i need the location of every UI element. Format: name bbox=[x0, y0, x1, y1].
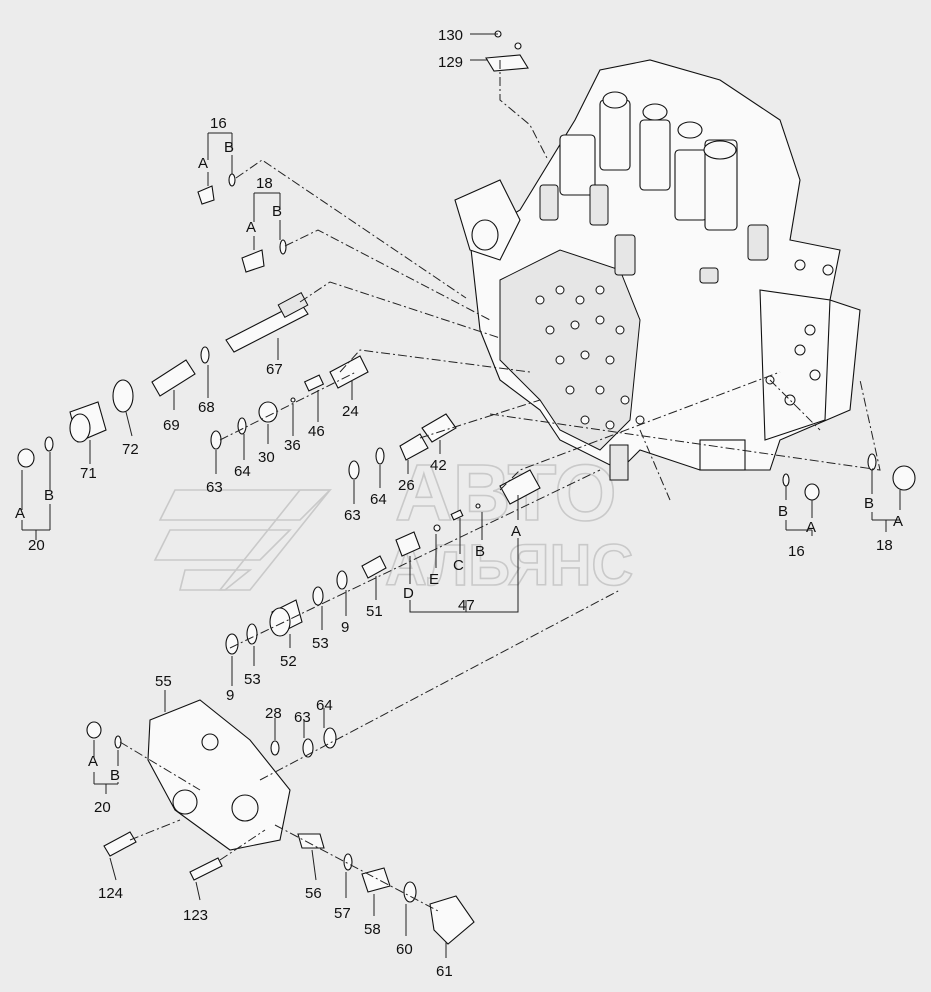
part-label-64b: 64 bbox=[370, 491, 387, 508]
leader-lines bbox=[21, 33, 901, 958]
part-label-16aA: A bbox=[198, 155, 208, 172]
part-label-51: 51 bbox=[366, 603, 383, 620]
part-label-53b: 53 bbox=[244, 671, 261, 688]
part-label-63c: 63 bbox=[294, 709, 311, 726]
part-label-55: 55 bbox=[155, 673, 172, 690]
parts bbox=[17, 30, 916, 945]
part-label-30: 30 bbox=[258, 449, 275, 466]
part-label-71: 71 bbox=[80, 465, 97, 482]
part-label-52: 52 bbox=[280, 653, 297, 670]
part-label-124: 124 bbox=[98, 885, 123, 902]
part-label-67: 67 bbox=[266, 361, 283, 378]
part-label-24: 24 bbox=[342, 403, 359, 420]
part-label-123: 123 bbox=[183, 907, 208, 924]
part-label-69: 69 bbox=[163, 417, 180, 434]
control-valve-body bbox=[454, 59, 861, 481]
part-label-20a: 20 bbox=[28, 537, 45, 554]
part-label-18aB: B bbox=[272, 203, 282, 220]
part-label-16a: 16 bbox=[210, 115, 227, 132]
part-label-9b: 9 bbox=[226, 687, 234, 704]
part-label-18bA: A bbox=[893, 513, 903, 530]
center-lines bbox=[119, 60, 881, 913]
part-label-72: 72 bbox=[122, 441, 139, 458]
part-label-C47: C bbox=[453, 557, 464, 574]
part-label-16aB: B bbox=[224, 139, 234, 156]
watermark-line2: АЛЬЯНС bbox=[385, 533, 633, 598]
part-label-E47: E bbox=[429, 571, 439, 588]
part-label-16b: 16 bbox=[788, 543, 805, 560]
part-label-68: 68 bbox=[198, 399, 215, 416]
part-label-20bA: A bbox=[88, 753, 98, 770]
part-label-B47: B bbox=[475, 543, 485, 560]
part-label-16bB: B bbox=[778, 503, 788, 520]
part-label-130: 130 bbox=[438, 27, 463, 44]
part-label-64a: 64 bbox=[234, 463, 251, 480]
part-labels: 13012916AB18AB676869727120AB244636306463… bbox=[15, 27, 903, 980]
part-label-63a: 63 bbox=[206, 479, 223, 496]
part-label-16bA: A bbox=[806, 519, 816, 536]
part-label-18aA: A bbox=[246, 219, 256, 236]
part-label-56: 56 bbox=[305, 885, 322, 902]
part-label-64c: 64 bbox=[316, 697, 333, 714]
part-label-36: 36 bbox=[284, 437, 301, 454]
part-label-60: 60 bbox=[396, 941, 413, 958]
part-label-20aB: B bbox=[44, 487, 54, 504]
part-label-9a: 9 bbox=[341, 619, 349, 636]
part-label-D47: D bbox=[403, 585, 414, 602]
part-label-20bB: B bbox=[110, 767, 120, 784]
part-label-57: 57 bbox=[334, 905, 351, 922]
part-label-42: 42 bbox=[430, 457, 447, 474]
part-label-20aA: A bbox=[15, 505, 25, 522]
part-label-26: 26 bbox=[398, 477, 415, 494]
watermark-logo: АВТО АЛЬЯНС bbox=[153, 447, 634, 599]
part-label-53a: 53 bbox=[312, 635, 329, 652]
part-label-28: 28 bbox=[265, 705, 282, 722]
part-label-18bB: B bbox=[864, 495, 874, 512]
part-label-129: 129 bbox=[438, 54, 463, 71]
part-label-46: 46 bbox=[308, 423, 325, 440]
part-label-58: 58 bbox=[364, 921, 381, 938]
part-label-61: 61 bbox=[436, 963, 453, 980]
part-label-63b: 63 bbox=[344, 507, 361, 524]
part-label-18b: 18 bbox=[876, 537, 893, 554]
part-label-A47: A bbox=[511, 523, 521, 540]
part-label-18a: 18 bbox=[256, 175, 273, 192]
part-label-20b: 20 bbox=[94, 799, 111, 816]
part-label-47: 47 bbox=[458, 597, 475, 614]
